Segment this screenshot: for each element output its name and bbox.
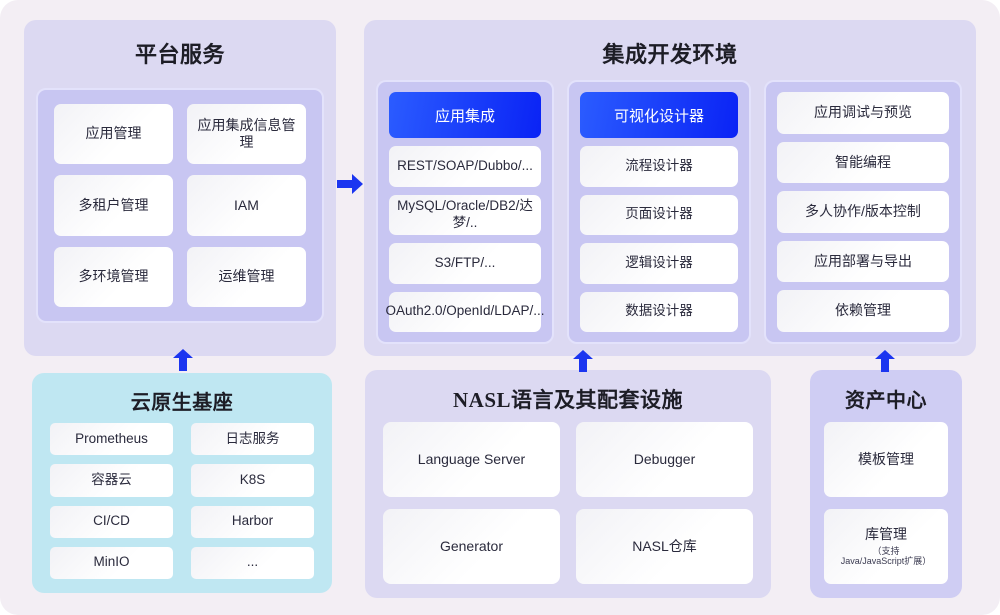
ide-item-databases[interactable]: MySQL/Oracle/DB2/达梦/.. bbox=[389, 194, 541, 235]
ide-item-page-designer[interactable]: 页面设计器 bbox=[580, 194, 738, 235]
ide-column-header-application-integration[interactable]: 应用集成 bbox=[389, 92, 541, 138]
platform-services-items-container: 应用管理 应用集成信息管理 多租户管理 IAM 多环境管理 运维管理 bbox=[36, 88, 324, 323]
ide-column-visual-designer: 可视化设计器 流程设计器 页面设计器 逻辑设计器 数据设计器 bbox=[567, 80, 751, 344]
platform-item-app-management[interactable]: 应用管理 bbox=[54, 104, 173, 165]
cloud-item-prometheus[interactable]: Prometheus bbox=[50, 423, 173, 456]
cloud-item-more[interactable]: ... bbox=[191, 546, 314, 579]
asset-center-title: 资产中心 bbox=[845, 390, 927, 412]
cloud-item-log-service[interactable]: 日志服务 bbox=[191, 423, 314, 456]
arrow-right-icon-platform-to-ide bbox=[337, 174, 363, 194]
ide-panel: 集成开发环境 应用集成 REST/SOAP/Dubbo/... MySQL/Or… bbox=[364, 20, 976, 356]
platform-services-panel: 平台服务 应用管理 应用集成信息管理 多租户管理 IAM 多环境管理 运维管理 bbox=[24, 20, 336, 356]
platform-item-multi-tenant[interactable]: 多租户管理 bbox=[54, 175, 173, 236]
asset-item-library-label: 库管理 bbox=[865, 526, 907, 543]
ide-item-rest-soap-dubbo[interactable]: REST/SOAP/Dubbo/... bbox=[389, 146, 541, 187]
asset-item-template-label: 模板管理 bbox=[858, 450, 914, 467]
nasl-item-generator[interactable]: Generator bbox=[383, 509, 560, 584]
ide-item-intelligent-coding[interactable]: 智能编程 bbox=[777, 141, 949, 184]
ide-column-header-visual-designer[interactable]: 可视化设计器 bbox=[580, 92, 738, 138]
ide-title: 集成开发环境 bbox=[602, 42, 738, 67]
ide-item-logic-designer[interactable]: 逻辑设计器 bbox=[580, 243, 738, 284]
nasl-items-container: Language Server Debugger Generator NASL仓… bbox=[383, 422, 753, 584]
nasl-item-repository[interactable]: NASL仓库 bbox=[576, 509, 753, 584]
cloud-native-panel: 云原生基座 Prometheus 日志服务 容器云 K8S CI/CD Harb… bbox=[32, 373, 332, 593]
cloud-item-minio[interactable]: MinIO bbox=[50, 546, 173, 579]
platform-services-title: 平台服务 bbox=[134, 42, 225, 67]
cloud-item-cicd[interactable]: CI/CD bbox=[50, 505, 173, 538]
ide-item-collaboration-vcs[interactable]: 多人协作/版本控制 bbox=[777, 191, 949, 233]
arrow-up-icon-cloud-to-platform bbox=[173, 349, 193, 371]
cloud-item-k8s[interactable]: K8S bbox=[191, 464, 314, 497]
arrow-up-icon-asset-to-ide bbox=[875, 350, 895, 372]
nasl-item-debugger[interactable]: Debugger bbox=[576, 422, 753, 497]
arrow-up-icon-nasl-to-ide bbox=[573, 350, 593, 372]
ide-item-s3-ftp[interactable]: S3/FTP/... bbox=[389, 243, 541, 284]
nasl-item-language-server[interactable]: Language Server bbox=[383, 422, 560, 497]
nasl-title: NASL语言及其配套设施 bbox=[452, 388, 684, 412]
platform-item-multi-environment[interactable]: 多环境管理 bbox=[54, 246, 173, 307]
nasl-panel: NASL语言及其配套设施 Language Server Debugger Ge… bbox=[365, 370, 771, 598]
cloud-item-harbor[interactable]: Harbor bbox=[191, 505, 314, 538]
cloud-native-title: 云原生基座 bbox=[130, 392, 234, 414]
platform-item-app-integration-info[interactable]: 应用集成信息管理 bbox=[187, 104, 306, 165]
ide-item-dependency-management[interactable]: 依赖管理 bbox=[777, 290, 949, 332]
ide-item-debug-preview[interactable]: 应用调试与预览 bbox=[777, 92, 949, 134]
ide-item-data-designer[interactable]: 数据设计器 bbox=[580, 291, 738, 332]
ide-column-tools: 应用调试与预览 智能编程 多人协作/版本控制 应用部署与导出 依赖管理 bbox=[764, 80, 962, 344]
ide-item-oauth-openid-ldap[interactable]: OAuth2.0/OpenId/LDAP/... bbox=[385, 291, 545, 332]
cloud-native-items-container: Prometheus 日志服务 容器云 K8S CI/CD Harbor Min… bbox=[50, 423, 314, 579]
ide-column-application-integration: 应用集成 REST/SOAP/Dubbo/... MySQL/Oracle/DB… bbox=[376, 80, 554, 344]
cloud-item-container-cloud[interactable]: 容器云 bbox=[50, 464, 173, 497]
ide-item-process-designer[interactable]: 流程设计器 bbox=[580, 146, 738, 187]
asset-item-template-management[interactable]: 模板管理 bbox=[824, 422, 948, 497]
platform-item-ops-management[interactable]: 运维管理 bbox=[187, 246, 306, 307]
platform-item-iam[interactable]: IAM bbox=[187, 175, 306, 236]
ide-item-deploy-export[interactable]: 应用部署与导出 bbox=[777, 240, 949, 283]
